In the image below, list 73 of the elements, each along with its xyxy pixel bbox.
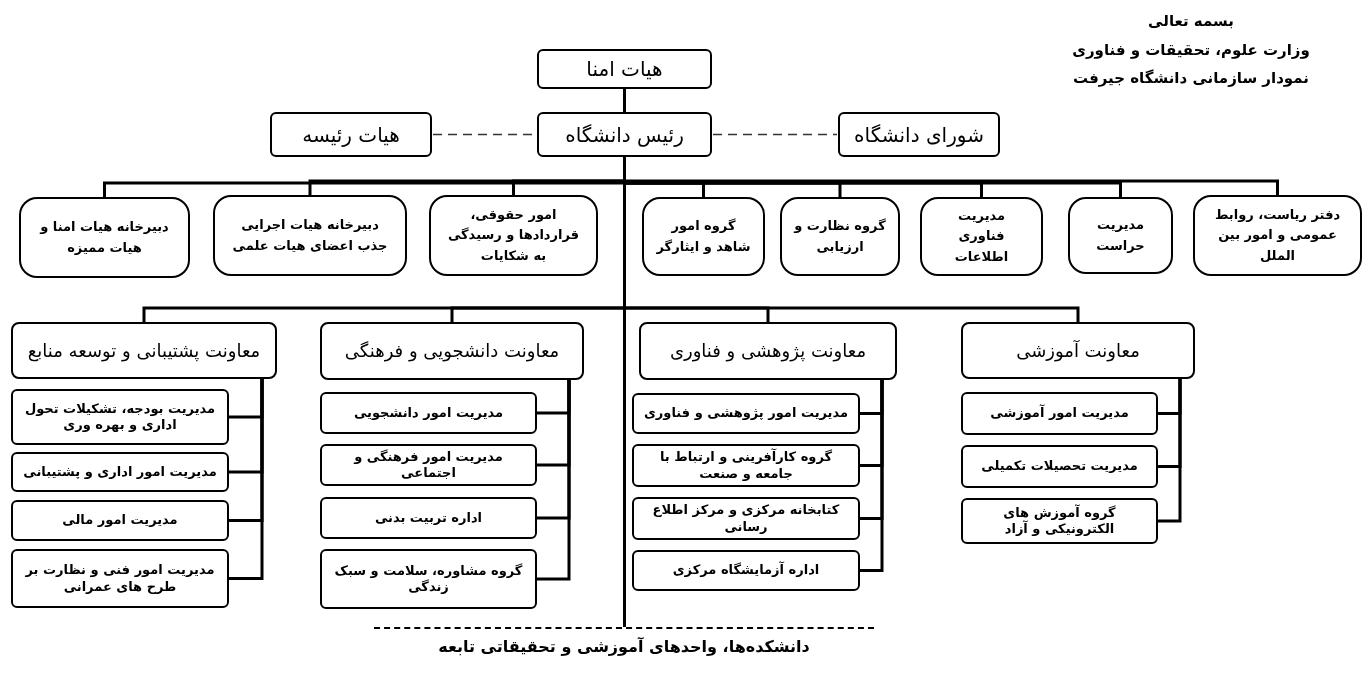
box-label: شورای دانشگاه (854, 122, 984, 147)
org-box (1193, 195, 1362, 276)
connector-line (537, 380, 571, 581)
box-label: مدیریت امور فرهنگی و اجتماعی (352, 448, 504, 482)
connector-line (1158, 379, 1182, 523)
org-box (632, 497, 860, 540)
org-box (11, 549, 229, 608)
box-label: رئیس دانشگاه (565, 122, 684, 147)
box-label: مدیریت امور اداری و پشتیبانی (23, 463, 217, 481)
org-box (11, 452, 229, 492)
org-box (11, 322, 277, 379)
org-box (632, 444, 860, 487)
org-box (320, 392, 537, 434)
box-label: مدیریت امور آموزشی (990, 405, 1129, 422)
org-box (838, 112, 1000, 157)
box-label: دانشکده‌ها، واحدهای آموزشی و تحقیقاتی تابعه (438, 637, 810, 657)
org-box (642, 197, 765, 276)
org-box (537, 112, 712, 157)
header-text: بسمه تعالی (1148, 11, 1234, 32)
header-text: وزارت علوم، تحقیقات و فناوری (1072, 39, 1310, 61)
connector-line (623, 89, 626, 112)
box-label: دبیرخانه هیات امنا و هیات ممیزه (38, 218, 170, 257)
box-label: هیات رئیسه (302, 122, 400, 147)
box-label: مدیریت امور فنی و نظارت بر طرح های عمرانی (24, 562, 216, 595)
dashed-connector-line (712, 133, 838, 136)
box-label: گروه نظارت و ارزیابی (794, 217, 886, 256)
box-label: گروه مشاوره، سلامت و سبک زندگی (333, 562, 524, 596)
connector-line (229, 379, 264, 580)
org-box (19, 197, 190, 278)
box-label: مدیریت تحصیلات تکمیلی (981, 458, 1138, 475)
box-label: مدیریت امور مالی (62, 512, 178, 529)
box-label: مدیریت فناوری اطلاعات (953, 207, 1010, 266)
box-label: دبیرخانه هیات اجرایی جذب اعضای هیات علمی (231, 216, 389, 255)
box-label: گروه کارآفرینی و ارتباط با جامعه و صنعت (658, 449, 834, 482)
org-box (11, 500, 229, 541)
org-box (429, 195, 598, 276)
box-label: امور حقوقی، قراردادها و رسیدگی به شکایات (446, 206, 581, 265)
org-box (11, 389, 229, 445)
box-label: مدیریت بودجه، تشکیلات تحول اداری و بهره وری (23, 400, 217, 434)
org-box (961, 445, 1158, 488)
box-label: اداره آزمایشگاه مرکزی (672, 562, 820, 579)
org-box (320, 549, 537, 609)
connector-line (623, 157, 626, 627)
box-label: گروه امور شاهد و ایثارگر (656, 217, 751, 256)
box-label: کتابخانه مرکزی و مرکز اطلاع رسانی (651, 502, 841, 535)
org-box (780, 197, 900, 276)
org-box (961, 322, 1195, 379)
box-label: مدیریت امور پژوهشی و فناوری (643, 405, 849, 422)
box-label: معاونت آموزشی (1016, 339, 1140, 362)
connector-line (860, 380, 884, 572)
chart-title: نمودار سازمانی دانشگاه جیرفت (1073, 68, 1309, 89)
box-label: اداره تربیت بدنی (374, 509, 483, 527)
org-box (961, 392, 1158, 435)
org-box (639, 322, 897, 380)
org-box (537, 49, 712, 89)
box-label: مدیریت امور دانشجویی (353, 404, 504, 422)
box-label: گروه آموزش های الکترونیکی و آزاد (1002, 504, 1117, 538)
org-box (632, 393, 860, 434)
box-label: معاونت پژوهشی و فناوری (669, 340, 867, 362)
org-box (1068, 197, 1173, 274)
box-label: مدیریت حراست (1095, 216, 1146, 255)
org-box (961, 498, 1158, 544)
org-box (320, 444, 537, 486)
org-box (320, 497, 537, 539)
org-box (920, 197, 1043, 276)
org-box (320, 322, 584, 380)
box-label: معاونت پشتیبانی و توسعه منابع (27, 339, 261, 362)
box-label: دفتر ریاست، روابط عمومی و امور بین الملل (1213, 206, 1342, 265)
org-box (270, 112, 432, 157)
box-label: هیات امنا (586, 57, 663, 81)
org-box (632, 550, 860, 591)
box-label: معاونت دانشجویی و فرهنگی (344, 340, 560, 362)
org-box (213, 195, 407, 276)
